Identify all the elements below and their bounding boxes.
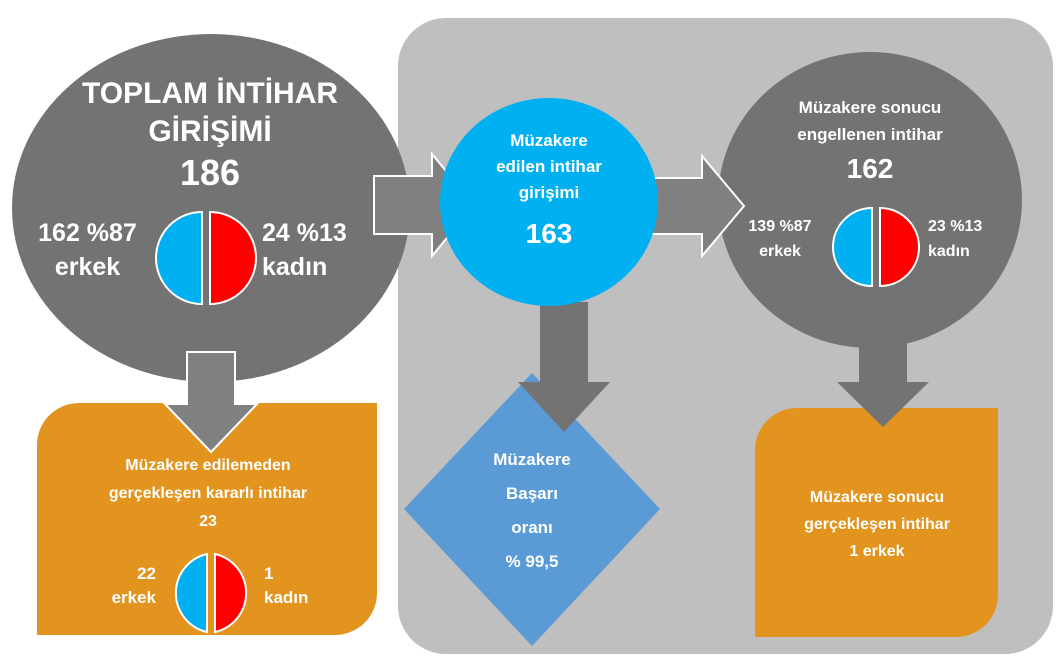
occurred-suicide-label: Müzakere sonucu gerçekleşen intihar 1 er… xyxy=(804,489,950,560)
prevented-male-stat: 139 %87 erkek xyxy=(748,218,812,260)
gender-split-icon xyxy=(155,210,257,306)
arrow-down-icon xyxy=(162,351,260,454)
arrow-right-icon xyxy=(645,153,746,259)
occurred-suicide-box xyxy=(755,408,998,637)
total-attempts-title: TOPLAM İNTİHAR GİRİŞİMİ xyxy=(81,77,339,148)
total-male-stat: 162 %87 erkek xyxy=(38,219,137,281)
gender-split-icon xyxy=(174,552,248,634)
success-rate-diamond xyxy=(404,373,660,646)
arrow-down-icon xyxy=(837,342,929,427)
prevented-suicide-circle xyxy=(718,52,1022,348)
arrow-down-icon xyxy=(518,302,610,432)
negotiated-attempts-label: Müzakere edilen intihar girişimi xyxy=(496,131,602,202)
not-negotiated-label: Müzakere edilemeden gerçekleşen kararlı … xyxy=(108,457,308,530)
prevented-female-stat: 23 %13 kadın xyxy=(928,218,983,260)
total-female-stat: 24 %13 kadın xyxy=(262,219,347,281)
negotiated-attempts-circle xyxy=(440,98,658,306)
success-rate-label: Müzakere Başarı oranı % 99,5 xyxy=(493,450,571,571)
total-attempts-circle xyxy=(12,34,410,382)
total-attempts-value: 186 xyxy=(179,152,241,193)
prevented-suicide-label: Müzakere sonucu engellenen intihar xyxy=(797,98,943,144)
not-negotiated-male-stat: 22 erkek xyxy=(111,564,156,607)
gender-split-icon xyxy=(832,206,920,288)
not-negotiated-female-stat: 1 kadın xyxy=(264,564,309,607)
negotiated-attempts-value: 163 xyxy=(525,218,573,249)
prevented-suicide-value: 162 xyxy=(846,153,894,184)
